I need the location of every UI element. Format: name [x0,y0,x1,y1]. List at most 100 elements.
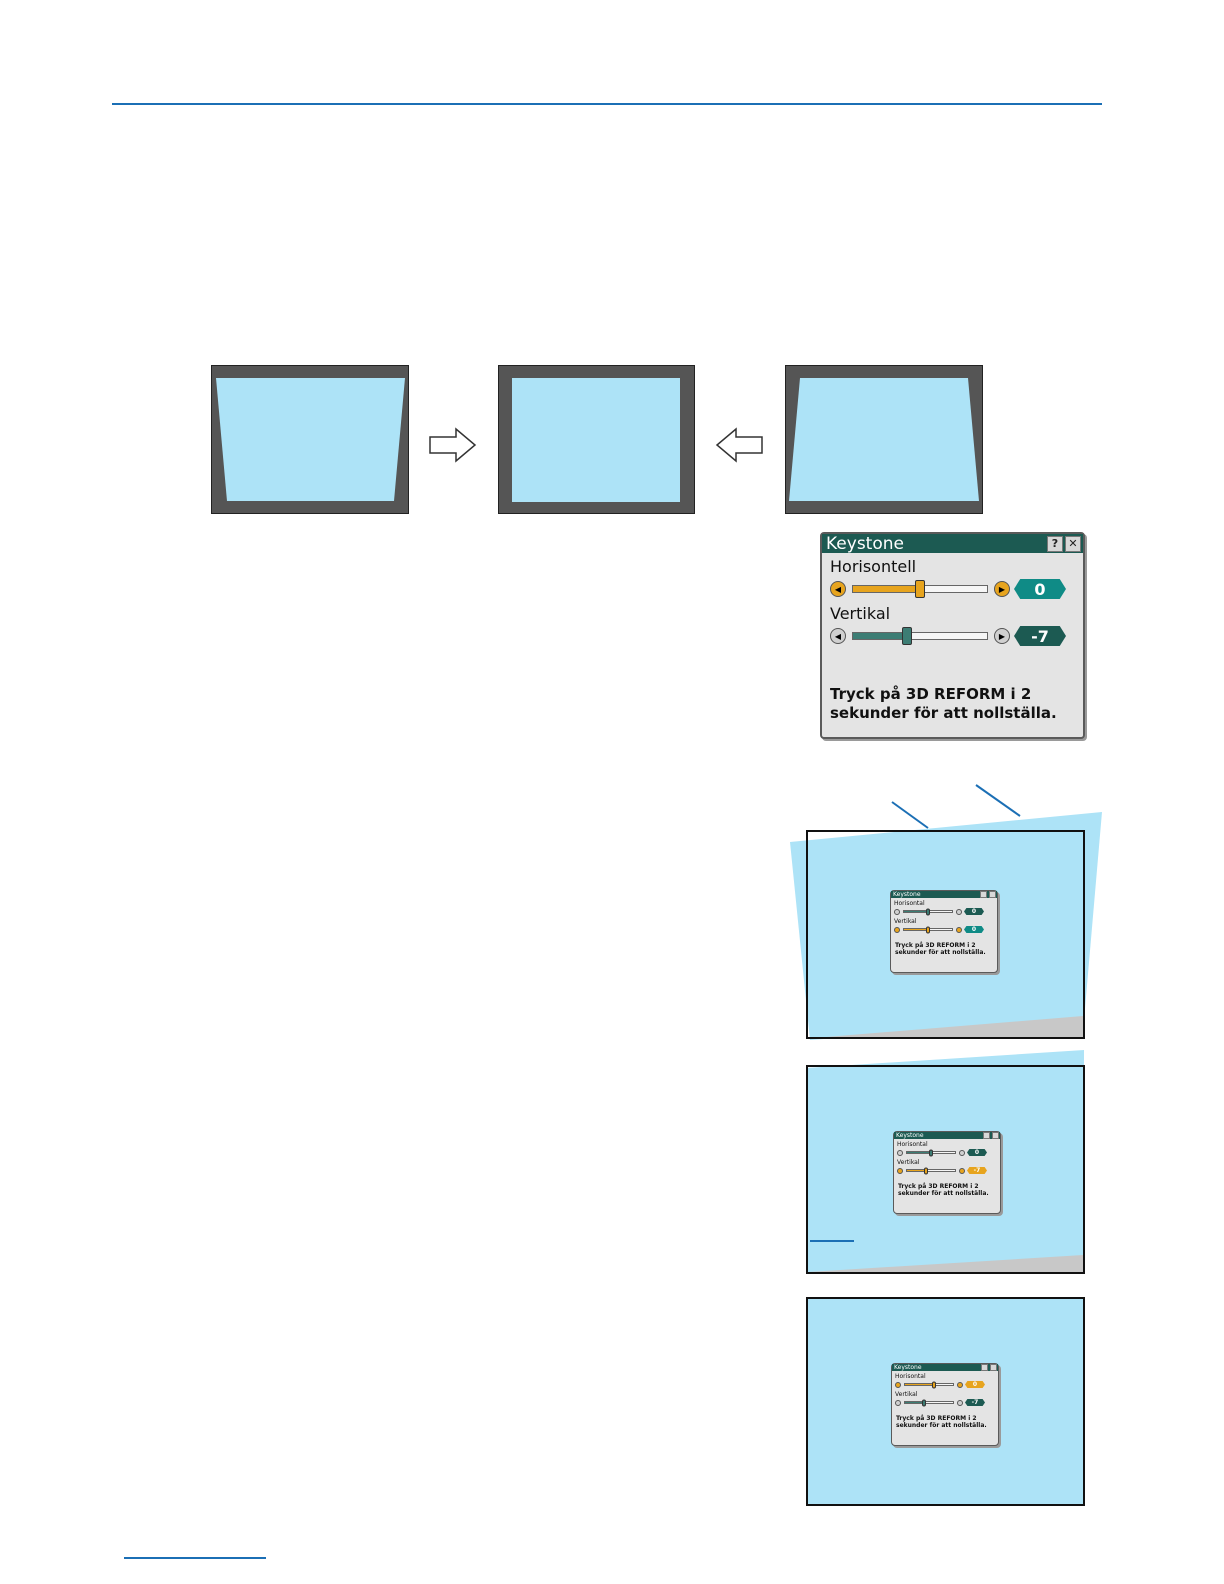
mini-horizontal-label: Horisontal [895,1373,926,1380]
mini-left-icon [895,1381,901,1388]
pointer-line-2 [975,784,1021,817]
trapezoid-image-right [789,378,979,501]
horizontal-increase-icon[interactable]: ▶ [994,581,1010,597]
vertical-slider-thumb[interactable] [901,627,912,645]
mini-right-icon [957,1381,963,1388]
keystone-corrected-frame [498,365,695,514]
mini-left-icon [895,1399,901,1406]
mini-vertical-row: -7 [897,1166,1000,1175]
mini-dialog-title-bar: Keystone [894,1132,1000,1139]
horizontal-value: 0 [1014,579,1066,599]
vertical-slider-fill [853,633,907,639]
reset-message-line2: sekunder för att nollställa. [830,704,1057,722]
mini-horizontal-value: 0 [967,1149,987,1156]
keystone-before-right-frame [785,365,983,514]
mini-vertical-label: Vertikal [897,1159,920,1166]
mini-vertical-fill [904,929,928,930]
mini-vertical-label: Vertikal [895,1391,918,1398]
mini-horizontal-slider [903,908,953,915]
mini-vertical-slider [903,926,953,933]
mini-horizontal-label: Horisontal [897,1141,928,1148]
mini-horizontal-fill [907,1152,931,1153]
mini-left-icon [894,926,900,933]
mini-right-icon [957,1399,963,1406]
mini-vertical-thumb [922,1399,927,1406]
right-arrow-icon [428,427,478,467]
vertical-label: Vertikal [830,604,891,623]
mini-vertical-value: -7 [965,1399,985,1406]
mini-msg-line1: Tryck på 3D REFORM i 2 [895,942,976,949]
help-icon[interactable]: ? [1047,535,1063,552]
mini-horizontal-thumb [926,908,930,915]
mini-dialog-title: Keystone [893,891,921,898]
mini-vertical-row: -7 [895,1398,998,1407]
mini-left-icon [894,908,900,915]
mini-horizontal-fill [904,911,928,912]
horizontal-slider-row: ◀ ▶ 0 [830,578,1083,600]
horizontal-decrease-icon[interactable]: ◀ [830,581,846,597]
help-icon [983,1132,990,1139]
horizontal-slider-fill [853,586,920,592]
vertical-slider-row: ◀ ▶ -7 [830,625,1083,647]
close-icon [992,1132,999,1139]
vertical-slider[interactable] [852,627,988,645]
horizontal-slider-thumb[interactable] [915,580,925,598]
mini-right-icon [959,1167,965,1174]
mini-msg-line1: Tryck på 3D REFORM i 2 [898,1183,979,1190]
mini-horizontal-slider [906,1149,956,1156]
mini-right-icon [956,926,962,933]
bottom-rule [124,1557,266,1559]
mini-msg-line2: sekunder för att nollställa. [898,1190,989,1197]
vertical-decrease-icon[interactable]: ◀ [830,628,846,644]
mini-keystone-dialog-1: Keystone Horisontal 0 Vertikal 0 Tryck p… [890,890,998,973]
mini-vertical-fill [905,1402,925,1403]
close-icon[interactable]: ✕ [1065,535,1081,552]
mini-left-icon [897,1149,903,1156]
mini-horizontal-thumb [931,1381,936,1388]
vertical-value: -7 [1014,626,1066,646]
mini-horizontal-slider [904,1381,954,1388]
pointer-line-1 [891,801,929,829]
mini-horizontal-label: Horisontal [894,900,925,907]
vertical-increase-icon[interactable]: ▶ [994,628,1010,644]
help-icon [980,891,987,898]
mini-horizontal-row: 0 [894,907,997,916]
mini-horizontal-value: 0 [964,908,984,915]
mini-horizontal-row: 0 [897,1148,1000,1157]
screen-2-shade [808,1255,1083,1272]
mini-dialog-title-bar: Keystone [892,1364,998,1371]
projection-screen-2 [806,1065,1085,1274]
close-icon [989,891,996,898]
mini-horizontal-value: 0 [965,1381,985,1388]
top-rule [112,103,1102,105]
mini-right-icon [959,1149,965,1156]
mini-dialog-title: Keystone [896,1132,924,1139]
mini-vertical-thumb [926,926,930,933]
screen-2-underline [810,1240,854,1242]
rectangle-image-center [512,378,680,502]
mini-right-icon [956,908,962,915]
mini-vertical-thumb [924,1167,929,1174]
mini-horizontal-thumb [929,1149,933,1156]
dialog-title-bar: Keystone ? ✕ [822,533,1083,554]
left-arrow-icon [714,427,764,467]
close-icon [990,1364,997,1371]
horizontal-slider[interactable] [852,580,988,598]
mini-vertical-label: Vertikal [894,918,917,925]
keystone-dialog: Keystone ? ✕ Horisontell ◀ ▶ 0 Vertikal … [820,532,1085,739]
help-icon [981,1364,988,1371]
reset-message: Tryck på 3D REFORM i 2 sekunder för att … [830,685,1083,723]
mini-vertical-fill [907,1170,927,1171]
mini-vertical-value: 0 [964,926,984,933]
mini-vertical-row: 0 [894,925,997,934]
dialog-title: Keystone [826,533,904,554]
reset-message-line1: Tryck på 3D REFORM i 2 [830,685,1032,703]
screen-1-shade [826,1016,1083,1037]
mini-vertical-value: -7 [967,1167,987,1174]
mini-keystone-dialog-2: Keystone Horisontal 0 Vertikal -7 Tryck … [893,1131,1001,1214]
mini-horizontal-row: 0 [895,1380,998,1389]
mini-keystone-dialog-3: Keystone Horisontal 0 Vertikal -7 Tryck … [891,1363,999,1446]
